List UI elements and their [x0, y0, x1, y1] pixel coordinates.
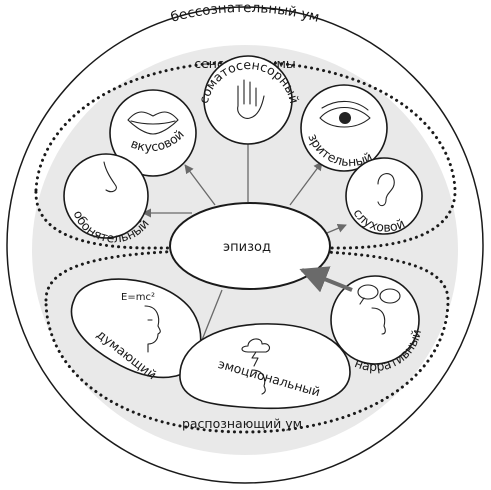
hand-icon — [237, 79, 265, 119]
auditory-node[interactable] — [345, 157, 423, 235]
speech-bubbles-icon — [357, 284, 401, 305]
head-profile-icon — [371, 307, 386, 335]
arrow-to-taste — [184, 164, 216, 206]
sensory-minds-boundary — [34, 60, 457, 250]
formula-label: E=mc² — [121, 292, 155, 303]
lips-icon — [127, 111, 179, 135]
arrow-to-visual — [289, 161, 323, 206]
somatosensory-node[interactable] — [203, 55, 293, 145]
head-profile-icon — [251, 369, 266, 395]
narrative-arrow — [299, 266, 353, 293]
episode-label: эпизод — [223, 240, 271, 255]
nose-icon — [103, 161, 117, 193]
episode-node[interactable] — [169, 202, 331, 290]
ear-icon — [377, 173, 395, 207]
storm-cloud-icon — [241, 338, 271, 367]
narrative-node[interactable] — [330, 275, 420, 365]
eye-icon — [319, 100, 371, 128]
visual-node[interactable] — [300, 84, 388, 172]
taste-node[interactable] — [109, 89, 197, 177]
olfactory-node[interactable] — [63, 153, 149, 239]
emotional-node[interactable] — [179, 323, 351, 410]
head-profile-icon — [144, 305, 161, 353]
recognizing-mind-boundary — [44, 248, 450, 434]
recognizing-mind-label: распознающий ум — [182, 416, 302, 431]
